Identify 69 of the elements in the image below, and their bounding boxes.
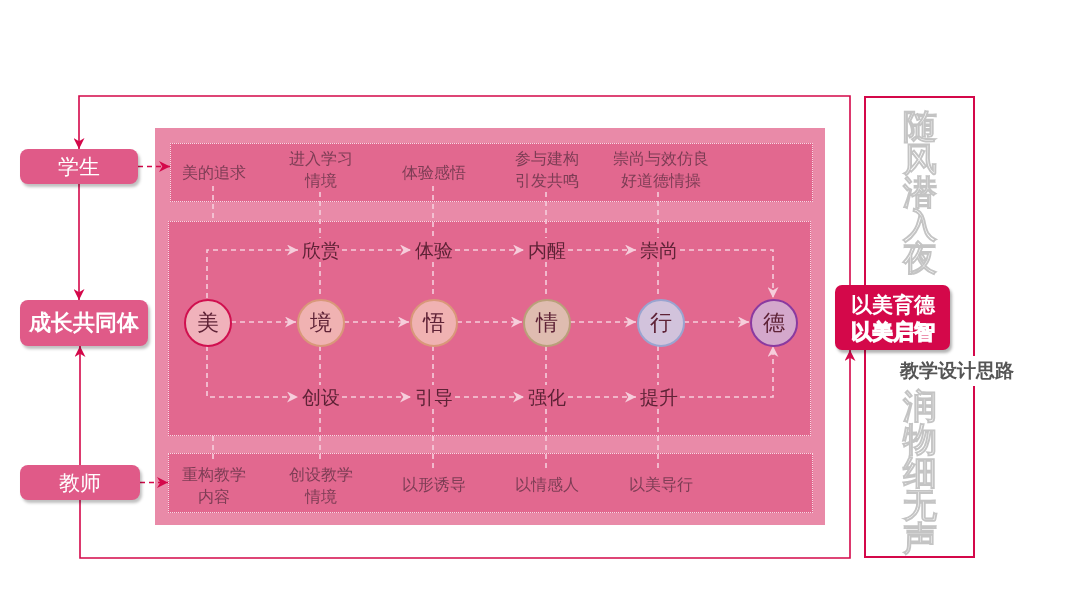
step-label: 提升 bbox=[637, 386, 681, 410]
dashed-line bbox=[432, 185, 434, 239]
step-label: 欣赏 bbox=[299, 239, 343, 263]
arrow bbox=[341, 244, 412, 256]
arrow bbox=[73, 95, 851, 286]
side-label: 教学设计思路 bbox=[897, 356, 1017, 386]
arrow bbox=[567, 391, 637, 403]
arrow bbox=[139, 477, 169, 488]
poem-text: 随风潜入夜 bbox=[901, 110, 938, 275]
step-text: 美的追求 bbox=[182, 159, 246, 187]
arrow bbox=[567, 244, 637, 256]
step-text: 体验感悟 bbox=[398, 159, 470, 187]
step-label: 创设 bbox=[299, 386, 343, 410]
arrow bbox=[343, 316, 410, 328]
dashed-line bbox=[657, 191, 659, 239]
dashed-line bbox=[545, 191, 547, 239]
step-label: 崇尚 bbox=[637, 239, 681, 263]
character-circle: 悟 bbox=[410, 299, 458, 347]
dashed-line bbox=[432, 345, 434, 386]
character-circle: 德 bbox=[750, 299, 798, 347]
step-text: 创设教学情境 bbox=[285, 463, 357, 509]
arrow bbox=[454, 391, 525, 403]
arrow bbox=[569, 316, 637, 328]
arrow bbox=[341, 391, 412, 403]
step-text: 参与建构引发共鸣 bbox=[511, 147, 583, 193]
step-text: 崇尚与效仿良好道德情操 bbox=[609, 147, 713, 193]
dotted-frame bbox=[168, 453, 813, 513]
poem-text: 润物细无声 bbox=[901, 390, 938, 555]
dashed-line bbox=[545, 408, 547, 471]
title-text: 以美育德 bbox=[850, 291, 935, 318]
character-circle: 美 bbox=[184, 299, 232, 347]
dotted-frame bbox=[170, 143, 813, 202]
role-box: 学生 bbox=[20, 149, 138, 184]
arrow bbox=[456, 316, 523, 328]
arrow bbox=[679, 249, 779, 299]
character-circle: 境 bbox=[297, 299, 345, 347]
step-text: 以美导行 bbox=[621, 471, 701, 499]
role-box: 成长共同体 bbox=[20, 300, 148, 346]
role-box: 教师 bbox=[20, 465, 140, 500]
dashed-line bbox=[545, 345, 547, 386]
arrow bbox=[679, 345, 779, 398]
arrow bbox=[79, 349, 856, 559]
arrow bbox=[206, 345, 299, 403]
title-text: 以美启智 bbox=[850, 318, 935, 345]
arrow bbox=[73, 183, 85, 301]
arrow bbox=[206, 244, 299, 299]
step-text: 重构教学内容 bbox=[178, 463, 250, 509]
step-text: 进入学习情境 bbox=[285, 147, 357, 193]
arrow bbox=[683, 316, 750, 328]
dashed-line bbox=[432, 408, 434, 471]
step-label: 强化 bbox=[525, 386, 569, 410]
dashed-line bbox=[657, 408, 659, 471]
arrow bbox=[230, 316, 297, 328]
title-box bbox=[835, 285, 950, 350]
dashed-line bbox=[319, 191, 321, 239]
character-circle: 情 bbox=[523, 299, 571, 347]
arrow bbox=[454, 244, 525, 256]
step-text: 以形诱导 bbox=[394, 471, 474, 499]
character-circle: 行 bbox=[637, 299, 685, 347]
step-label: 体验 bbox=[412, 239, 456, 263]
dashed-line bbox=[657, 345, 659, 386]
dotted-frame bbox=[168, 221, 811, 436]
dashed-line bbox=[319, 345, 321, 386]
step-label: 内醒 bbox=[525, 239, 569, 263]
arrow bbox=[74, 345, 86, 466]
step-label: 引导 bbox=[412, 386, 456, 410]
panel-background bbox=[155, 128, 825, 525]
step-text: 以情感人 bbox=[507, 471, 587, 499]
arrow bbox=[137, 161, 171, 172]
